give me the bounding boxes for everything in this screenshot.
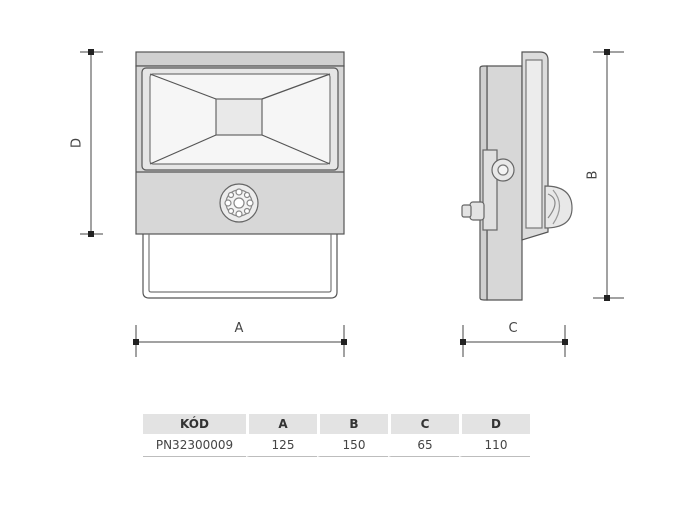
dimension-table: KÓD A B C D PN32300009 125 150 65 110 <box>143 414 530 457</box>
cell-kod: PN32300009 <box>143 434 246 457</box>
side-view <box>461 51 573 301</box>
cell-a: 125 <box>246 434 317 457</box>
dim-label-a: A <box>235 321 244 336</box>
dim-label-b: B <box>586 171 601 180</box>
dim-label-c: C <box>508 321 517 336</box>
header-c: C <box>388 414 459 434</box>
header-kod: KÓD <box>143 414 246 434</box>
dim-label-d: D <box>70 138 85 148</box>
table-header-row: KÓD A B C D <box>143 414 530 434</box>
cell-b: 150 <box>317 434 388 457</box>
table-row: PN32300009 125 150 65 110 <box>143 434 530 457</box>
cell-c: 65 <box>388 434 459 457</box>
dimension-lines <box>80 49 624 357</box>
sensor <box>219 183 259 223</box>
header-a: A <box>246 414 317 434</box>
header-b: B <box>317 414 388 434</box>
cell-d: 110 <box>459 434 530 457</box>
header-d: D <box>459 414 530 434</box>
front-view <box>135 51 345 299</box>
